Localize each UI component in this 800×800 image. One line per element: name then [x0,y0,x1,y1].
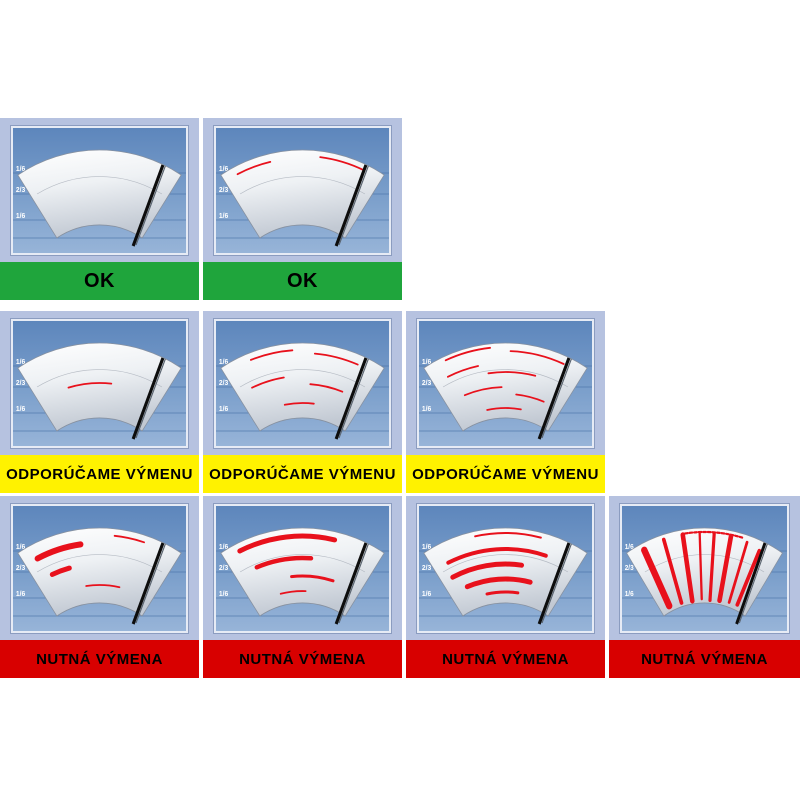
wear-marks-few [250,349,359,406]
wear-cell-rec-2: ODPORÚČAME VÝMENU [203,311,402,493]
picture-frame [10,503,189,634]
wiper-test-picture [406,496,605,640]
wear-marks-many [444,346,565,411]
wear-marks-single [67,382,113,389]
windshield-graphic [216,128,389,253]
windshield-base [216,321,389,446]
windshield-graphic [419,506,592,631]
wear-cell-req-4: NUTNÁ VÝMENA [609,496,800,678]
picture-frame [213,125,392,256]
windshield-graphic [13,321,186,446]
picture-frame [10,125,189,256]
windshield-graphic [13,128,186,253]
windshield-graphic [13,506,186,631]
windshield-base [419,321,592,446]
wear-marks-light [236,156,365,176]
wiper-test-picture [203,496,402,640]
wear-marks-vertical-smears [641,530,762,610]
picture-frame [619,503,790,634]
wear-cell-ok-1: OK [0,118,199,300]
status-label: ODPORÚČAME VÝMENU [0,455,199,493]
windshield-base [13,128,186,253]
windshield-base [216,128,389,253]
picture-frame [213,503,392,634]
status-label: OK [0,262,199,300]
wiper-test-picture [0,496,199,640]
windshield-graphic [216,506,389,631]
wiper-test-picture [203,118,402,262]
wiper-test-picture [0,311,199,455]
status-label: NUTNÁ VÝMENA [203,640,402,678]
picture-frame [10,318,189,449]
status-label: ODPORÚČAME VÝMENU [203,455,402,493]
wear-cell-rec-3: ODPORÚČAME VÝMENU [406,311,605,493]
status-label: ODPORÚČAME VÝMENU [406,455,605,493]
windshield-graphic [216,321,389,446]
wear-marks-dense-heavy [446,532,548,596]
wear-cell-ok-2: OK [203,118,402,300]
wiper-test-picture [0,118,199,262]
picture-frame [416,503,595,634]
picture-frame [213,318,392,449]
wear-cell-req-1: NUTNÁ VÝMENA [0,496,199,678]
status-label: NUTNÁ VÝMENA [0,640,199,678]
wear-marks-thick-smears [34,534,145,589]
windshield-base [216,506,389,631]
wear-marks-heavy [237,533,338,595]
picture-frame [416,318,595,449]
wear-cell-req-2: NUTNÁ VÝMENA [203,496,402,678]
windshield-graphic [419,321,592,446]
status-label: NUTNÁ VÝMENA [609,640,800,678]
windshield-base [419,506,592,631]
wiper-test-picture [406,311,605,455]
windshield-graphic [622,506,787,631]
wiper-test-picture [609,496,800,640]
wear-cell-req-3: NUTNÁ VÝMENA [406,496,605,678]
status-label: NUTNÁ VÝMENA [406,640,605,678]
windshield-base [13,506,186,631]
wear-cell-rec-1: ODPORÚČAME VÝMENU [0,311,199,493]
status-label: OK [203,262,402,300]
windshield-base [622,506,787,631]
wiper-test-picture [203,311,402,455]
